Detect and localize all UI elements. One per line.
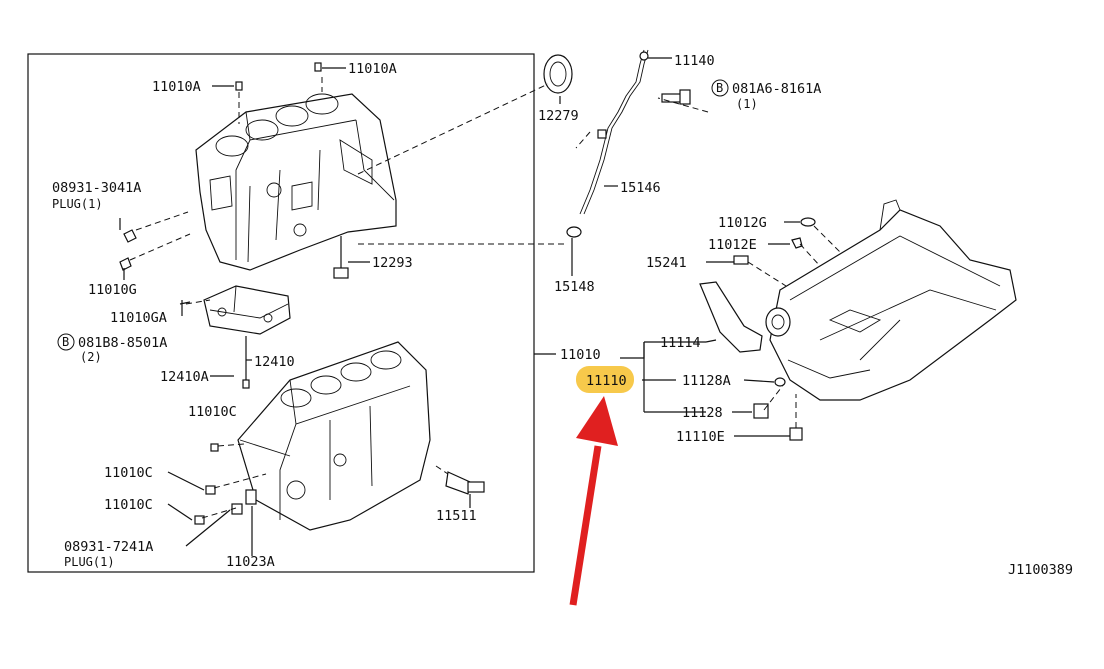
drain-plug-11128 (753, 403, 769, 419)
gasket-11114-drawing (699, 281, 763, 353)
circled-b-icon-2 (57, 333, 75, 351)
sensor-11511-drawing (445, 471, 485, 495)
label-plug-1: PLUG(1) (52, 197, 103, 211)
label-08931-7241A: 08931-7241A (64, 539, 153, 555)
circled-b-letter: B (716, 81, 723, 95)
dowel-11010A-left (235, 81, 243, 91)
label-11010G: 11010G (88, 282, 137, 298)
label-081B8-qty: (2) (80, 350, 102, 364)
label-08931-3041A: 08931-3041A (52, 180, 141, 196)
label-12410A: 12410A (160, 369, 209, 385)
label-081A6-8161A: 081A6-8161A (732, 81, 821, 97)
label-12293: 12293 (372, 255, 413, 271)
label-11023A: 11023A (226, 554, 275, 570)
label-12279: 12279 (538, 108, 579, 124)
label-11128: 11128 (682, 405, 723, 421)
dowel-11010C-b (205, 485, 216, 495)
plug-08931-3041A (123, 229, 137, 243)
dipstick-drawing (566, 49, 649, 238)
label-11010A-left: 11010A (152, 79, 201, 95)
label-11128A: 11128A (682, 373, 731, 389)
oil-pan-drawing (765, 199, 1017, 401)
label-11110E: 11110E (676, 429, 725, 445)
bolt-081A6-drawing (661, 89, 691, 105)
dowel-11010C-c (194, 515, 205, 525)
dowel-11010C-a (210, 443, 219, 452)
plug-11012G (800, 217, 816, 227)
label-11010GA: 11010GA (110, 310, 167, 326)
circled-b-letter-2: B (62, 335, 69, 349)
red-pointer-arrow (569, 396, 618, 606)
bolt-12293 (333, 267, 349, 279)
label-081B8-8501A: 081B8-8501A (78, 335, 167, 351)
label-11140: 11140 (674, 53, 715, 69)
label-11012G: 11012G (718, 215, 767, 231)
seal-12279-drawing (543, 54, 573, 94)
label-15146: 15146 (620, 180, 661, 196)
label-11010C-b: 11010C (104, 465, 153, 481)
label-11114: 11114 (660, 335, 701, 351)
label-11010: 11010 (560, 347, 601, 363)
pin-15241 (733, 255, 749, 265)
label-11010C-c: 11010C (104, 497, 153, 513)
bolt-11010GA (179, 300, 191, 308)
lower-engine-block-drawing (237, 341, 431, 531)
bolt-11110E (789, 427, 803, 441)
jet-11023A (245, 489, 257, 505)
label-15241: 15241 (646, 255, 687, 271)
bearing-cap-12410-drawing (203, 285, 291, 335)
label-11511: 11511 (436, 508, 477, 524)
label-11110: 11110 (586, 373, 627, 389)
washer-11128A (774, 377, 786, 387)
label-11012E: 11012E (708, 237, 757, 253)
upper-engine-block-drawing (195, 93, 397, 271)
label-11010C-a: 11010C (188, 404, 237, 420)
dowel-11010A-top (314, 62, 322, 72)
plug-11012E (791, 237, 803, 249)
label-11010A-top: 11010A (348, 61, 397, 77)
plug-11010G (119, 257, 132, 271)
label-15148: 15148 (554, 279, 595, 295)
label-plug-2: PLUG(1) (64, 555, 115, 569)
label-12410: 12410 (254, 354, 295, 370)
highlight-11110 (576, 366, 634, 393)
engine-block-frame (27, 53, 535, 573)
diagram-id: J1100389 (1008, 562, 1073, 578)
label-081A6-qty: (1) (736, 97, 758, 111)
circled-b-icon (711, 79, 729, 97)
